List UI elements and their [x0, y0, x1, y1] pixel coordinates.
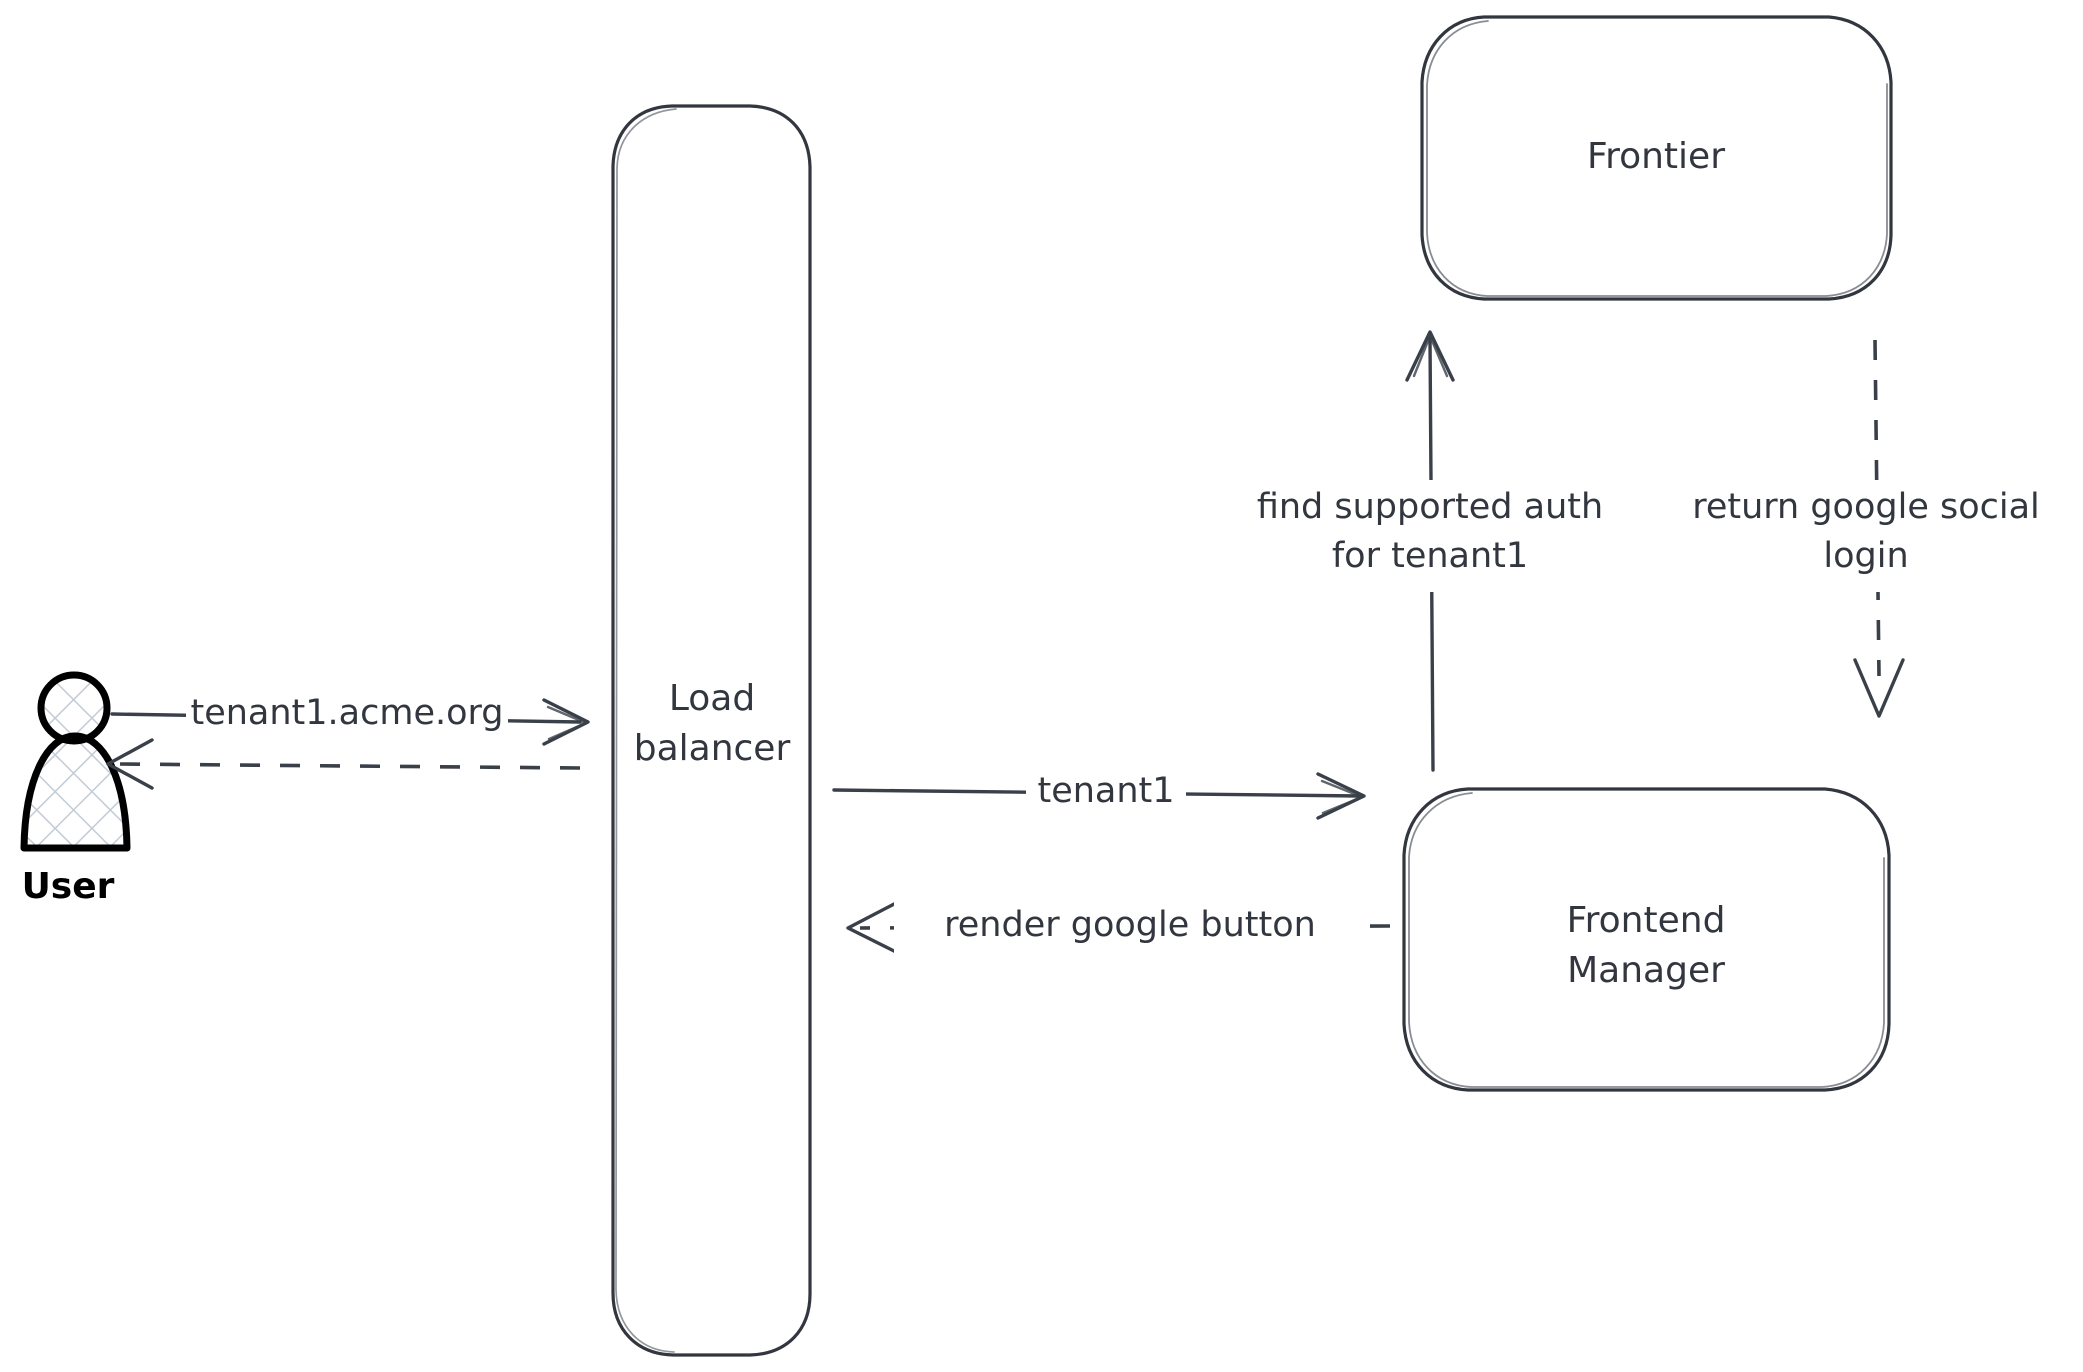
node-frontend-manager[interactable]: Frontend Manager — [1402, 787, 1891, 1092]
edge-user-to-lb-arrowhead-sketch — [546, 705, 588, 741]
edge-fm-to-lb-arrowhead — [846, 901, 898, 954]
frontier-shape — [1420, 15, 1893, 301]
load-balancer-shape-sketch-overlay — [615, 108, 677, 1353]
edge-fm-to-lb-label: render google button — [944, 905, 1316, 945]
edge-fm-to-lb-label-bg — [894, 900, 1366, 954]
node-load-balancer[interactable]: Load balancer — [611, 104, 812, 1357]
edge-frontier-to-fm-label-line1: return google social — [1692, 487, 2040, 527]
load-balancer-label-line2: balancer — [634, 728, 791, 769]
edge-fm-to-frontier-arrowhead-sketch — [1412, 334, 1449, 378]
edge-fm-to-frontier-label-bg — [1212, 480, 1648, 592]
edge-load-balancer-to-user — [106, 738, 581, 790]
load-balancer-shape — [611, 104, 812, 1357]
edge-fm-to-frontier-arrowhead — [1405, 330, 1455, 382]
actor-user[interactable]: User — [20, 671, 131, 907]
edge-user-to-load-balancer: tenant1.acme.org — [110, 688, 590, 746]
edge-frontier-to-fm-arrowhead — [1853, 658, 1905, 718]
edge-user-to-lb-arrowhead — [542, 698, 590, 746]
frontend-manager-label-line1: Frontend — [1567, 900, 1726, 941]
edge-user-to-lb-label-bg — [186, 688, 508, 742]
edge-lb-to-fm-arrowhead — [1316, 772, 1366, 820]
user-body-icon — [20, 732, 131, 852]
frontend-manager-label-line2: Manager — [1567, 950, 1725, 991]
edge-lb-to-fm-label: tenant1 — [1037, 771, 1174, 811]
edge-frontend-manager-to-frontier: find supported auth for tenant1 — [1212, 330, 1648, 772]
edge-load-balancer-to-frontend-manager: tenant1 — [832, 766, 1366, 820]
edge-fm-to-frontier-label-line1: find supported auth — [1257, 487, 1603, 527]
edge-lb-to-user-line — [119, 762, 581, 770]
user-body-fill — [24, 737, 127, 848]
edge-lb-to-fm-arrowhead-sketch — [1320, 779, 1364, 815]
frontier-label: Frontier — [1587, 136, 1725, 177]
frontier-shape-sketch-overlay — [1426, 20, 1888, 297]
edge-frontend-manager-to-load-balancer: render google button — [846, 900, 1391, 954]
user-label: User — [22, 866, 115, 907]
frontend-manager-shape-sketch-overlay — [1408, 792, 1885, 1088]
edge-frontier-to-frontend-manager: return google social login — [1658, 339, 2068, 718]
edge-lb-to-fm-label-bg — [1026, 766, 1186, 818]
edge-fm-to-frontier-label-line2: for tenant1 — [1332, 536, 1528, 576]
user-head-icon — [37, 671, 111, 745]
edge-frontier-to-fm-label-line2: login — [1823, 536, 1908, 576]
frontend-manager-shape — [1402, 787, 1891, 1092]
load-balancer-label-line1: Load — [669, 678, 755, 719]
edge-lb-to-user-arrowhead — [106, 738, 154, 790]
edge-frontier-to-fm-label-bg — [1658, 480, 2068, 592]
user-head-fill — [41, 675, 107, 741]
node-frontier[interactable]: Frontier — [1420, 15, 1893, 301]
edge-user-to-lb-label: tenant1.acme.org — [190, 693, 503, 733]
